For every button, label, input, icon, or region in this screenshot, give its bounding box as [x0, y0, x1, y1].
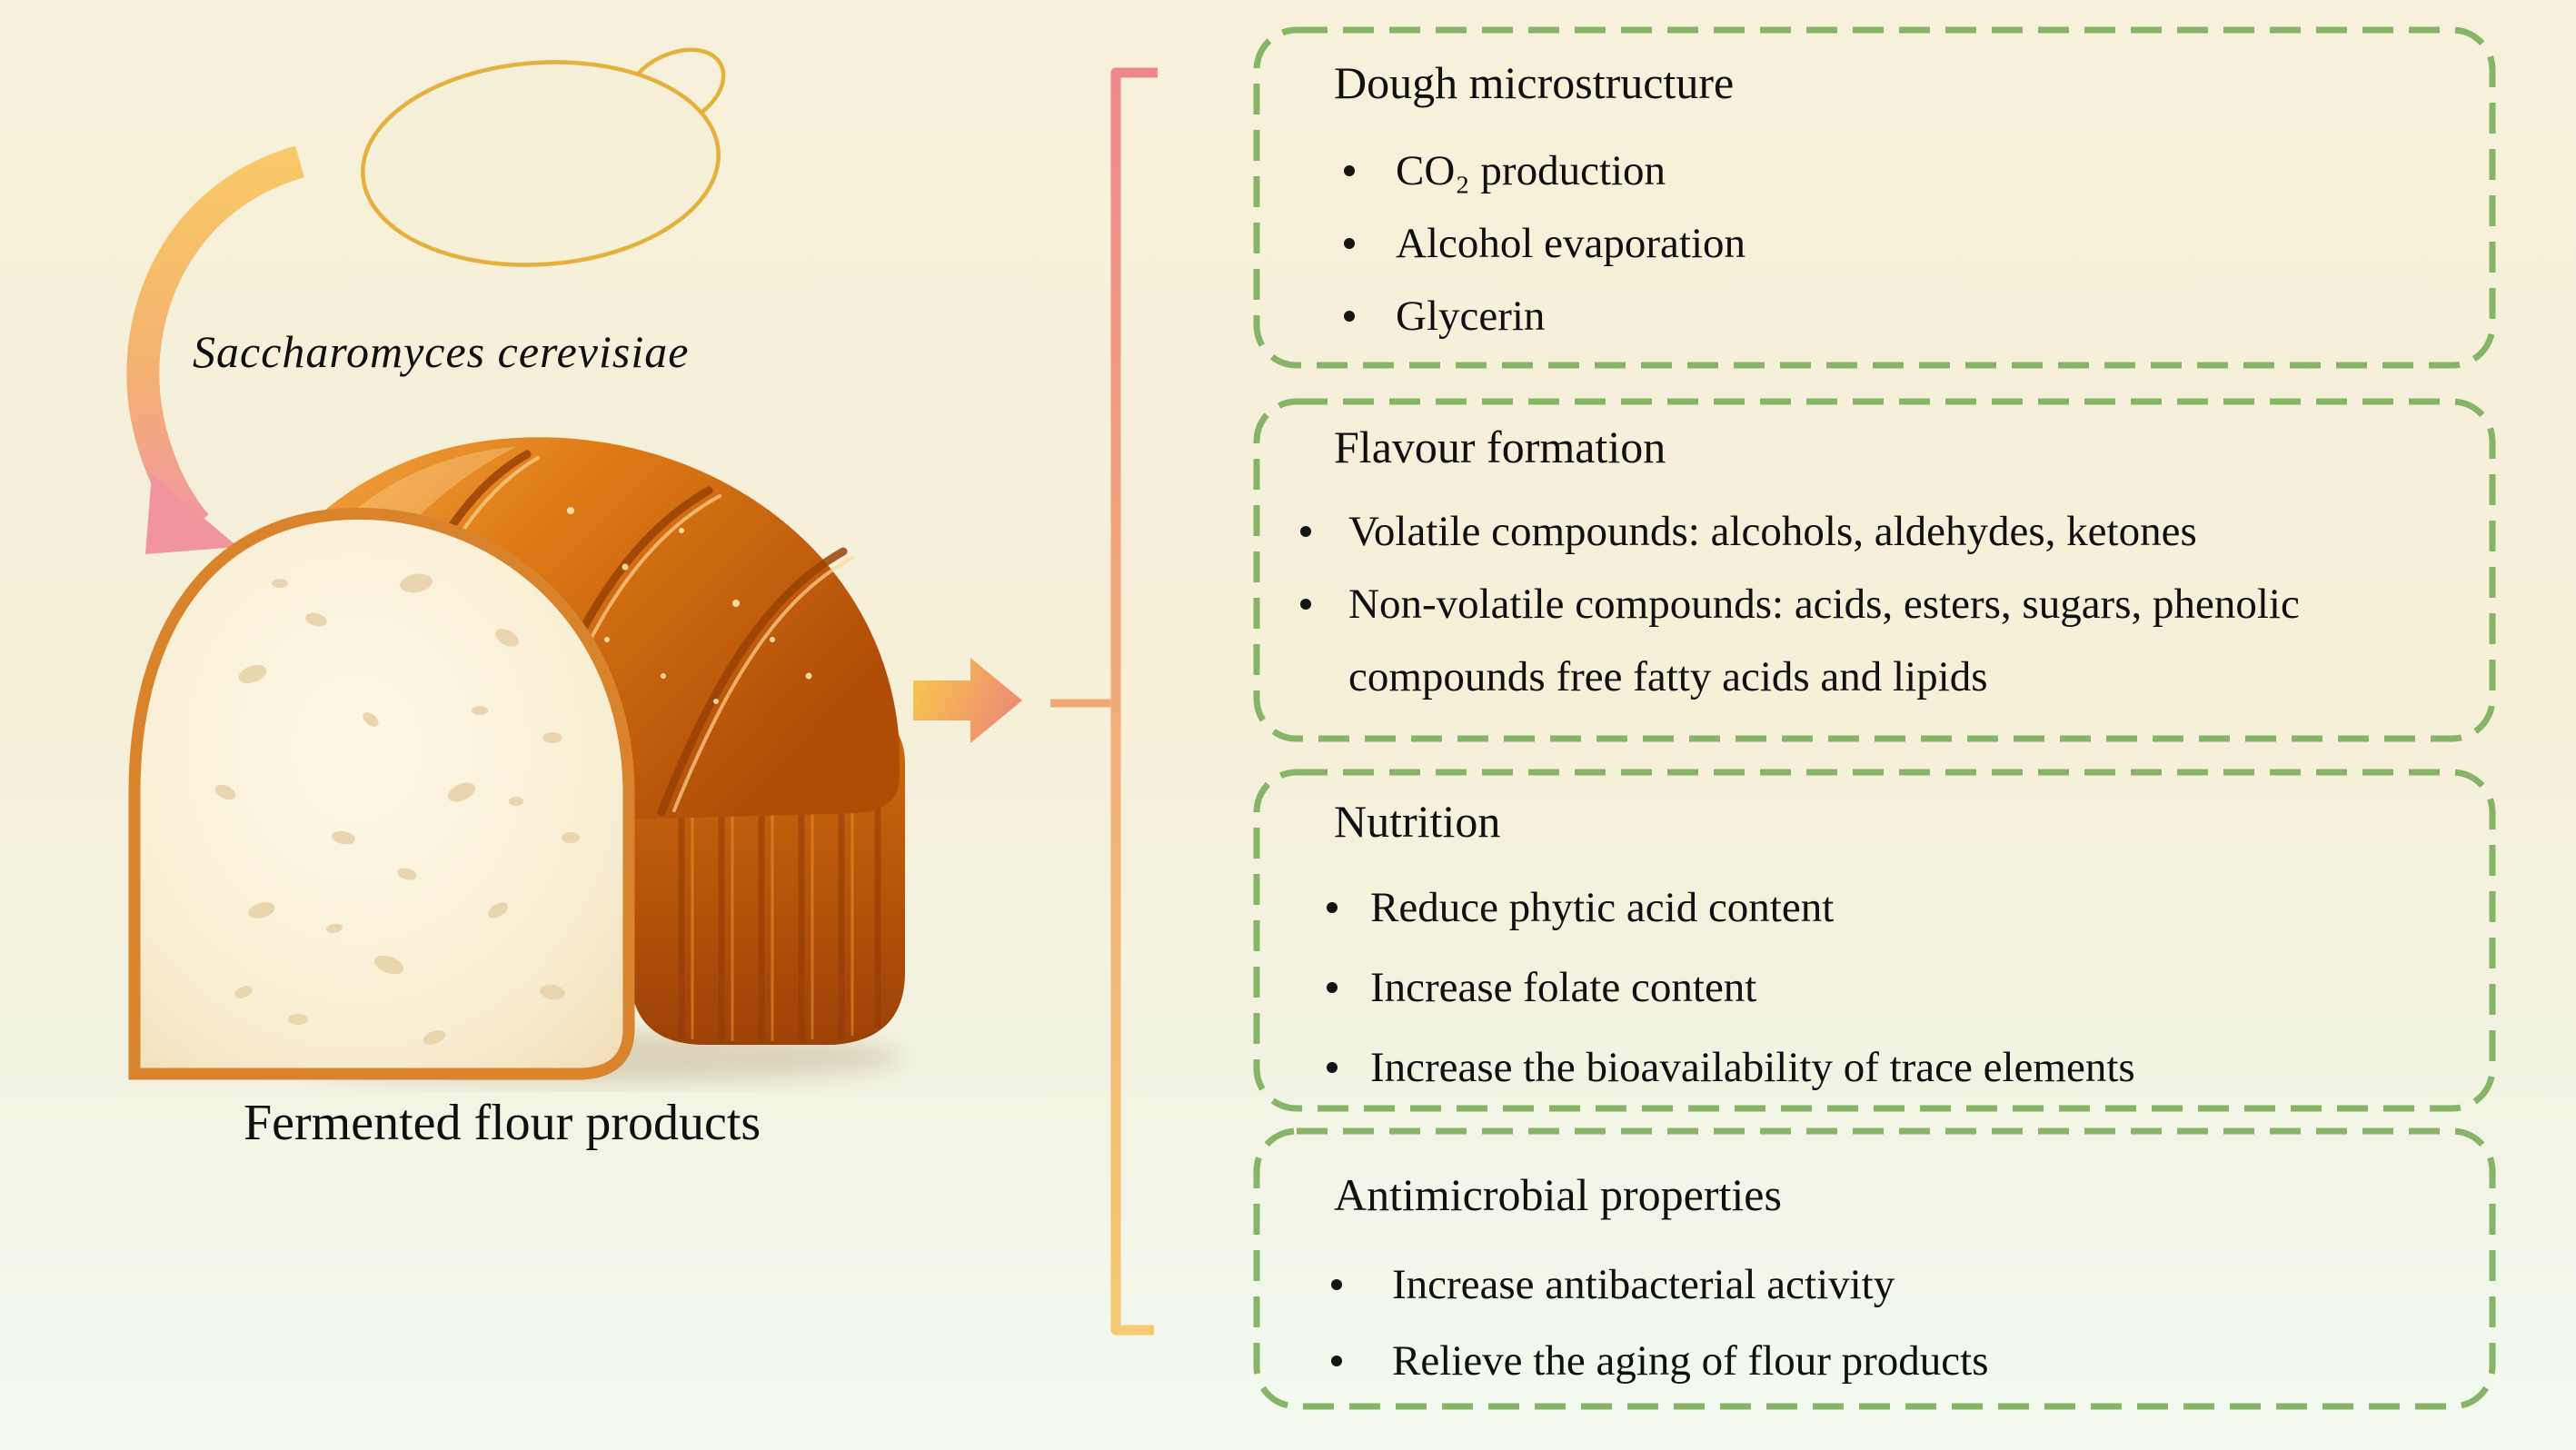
bullet-text: Increase antibacterial activity	[1392, 1261, 1895, 1308]
yeast-cell-icon	[361, 47, 726, 267]
info-box-nutrition: Nutrition Reduce phytic acid content Inc…	[1252, 768, 2497, 1113]
bullet-text: Glycerin	[1396, 293, 1546, 340]
bullet-text: Increase folate content	[1370, 964, 1757, 1011]
curved-down-arrow-icon	[126, 145, 305, 554]
product-label: Fermented flour products	[244, 1095, 761, 1151]
list-item: Non-volatile compounds: acids, esters, s…	[1300, 568, 2497, 713]
info-box-antimicrobial-properties: Antimicrobial properties Increase antiba…	[1252, 1127, 2497, 1411]
bullet-dot	[1327, 982, 1338, 993]
organism-label: Saccharomyces cerevisiae	[193, 326, 690, 377]
bullet-text: CO₂ production	[1396, 147, 1666, 194]
bullet-dot	[1331, 1279, 1342, 1290]
list-item: Volatile compounds: alcohols, aldehydes,…	[1300, 495, 2497, 568]
bullet-text: Non-volatile compounds: acids, esters, s…	[1348, 581, 2300, 700]
info-box-flavour-formation: Flavour formation Volatile compounds: al…	[1252, 397, 2497, 743]
bullet-text: Relieve the aging of flour products	[1392, 1337, 1989, 1385]
box-title: Antimicrobial properties	[1334, 1169, 1782, 1220]
box-title: Nutrition	[1334, 796, 1501, 847]
right-arrow-icon	[913, 658, 1022, 743]
bracket-connector-icon	[1050, 67, 1158, 1336]
bullet-dot	[1327, 902, 1338, 913]
list-item: CO₂ production	[1344, 134, 2497, 207]
box-title: Dough microstructure	[1334, 57, 1735, 108]
box-title: Flavour formation	[1334, 422, 1666, 472]
list-item: Relieve the aging of flour products	[1331, 1323, 2497, 1399]
bullet-text: Alcohol evaporation	[1396, 220, 1746, 267]
bullet-dot	[1344, 165, 1355, 176]
list-item: Increase the bioavailability of trace el…	[1327, 1028, 2497, 1107]
list-item: Increase antibacterial activity	[1331, 1246, 2497, 1323]
bread-loaf-illustration	[128, 437, 905, 1083]
bullet-dot	[1344, 238, 1355, 249]
bullet-dot	[1327, 1062, 1338, 1073]
bullet-dot	[1300, 599, 1311, 610]
list-item: Reduce phytic acid content	[1327, 868, 2497, 948]
bullet-dot	[1344, 311, 1355, 322]
bullet-text: Volatile compounds: alcohols, aldehydes,…	[1348, 508, 2197, 555]
list-item: Alcohol evaporation	[1344, 207, 2497, 280]
bullet-text: Increase the bioavailability of trace el…	[1370, 1044, 2135, 1091]
list-item: Glycerin	[1344, 280, 2497, 353]
list-item: Increase folate content	[1327, 948, 2497, 1028]
bullet-dot	[1331, 1356, 1342, 1366]
info-box-dough-microstructure: Dough microstructure CO₂ production Alco…	[1252, 25, 2497, 370]
bullet-text: Reduce phytic acid content	[1370, 884, 1835, 931]
bullet-dot	[1300, 526, 1311, 537]
